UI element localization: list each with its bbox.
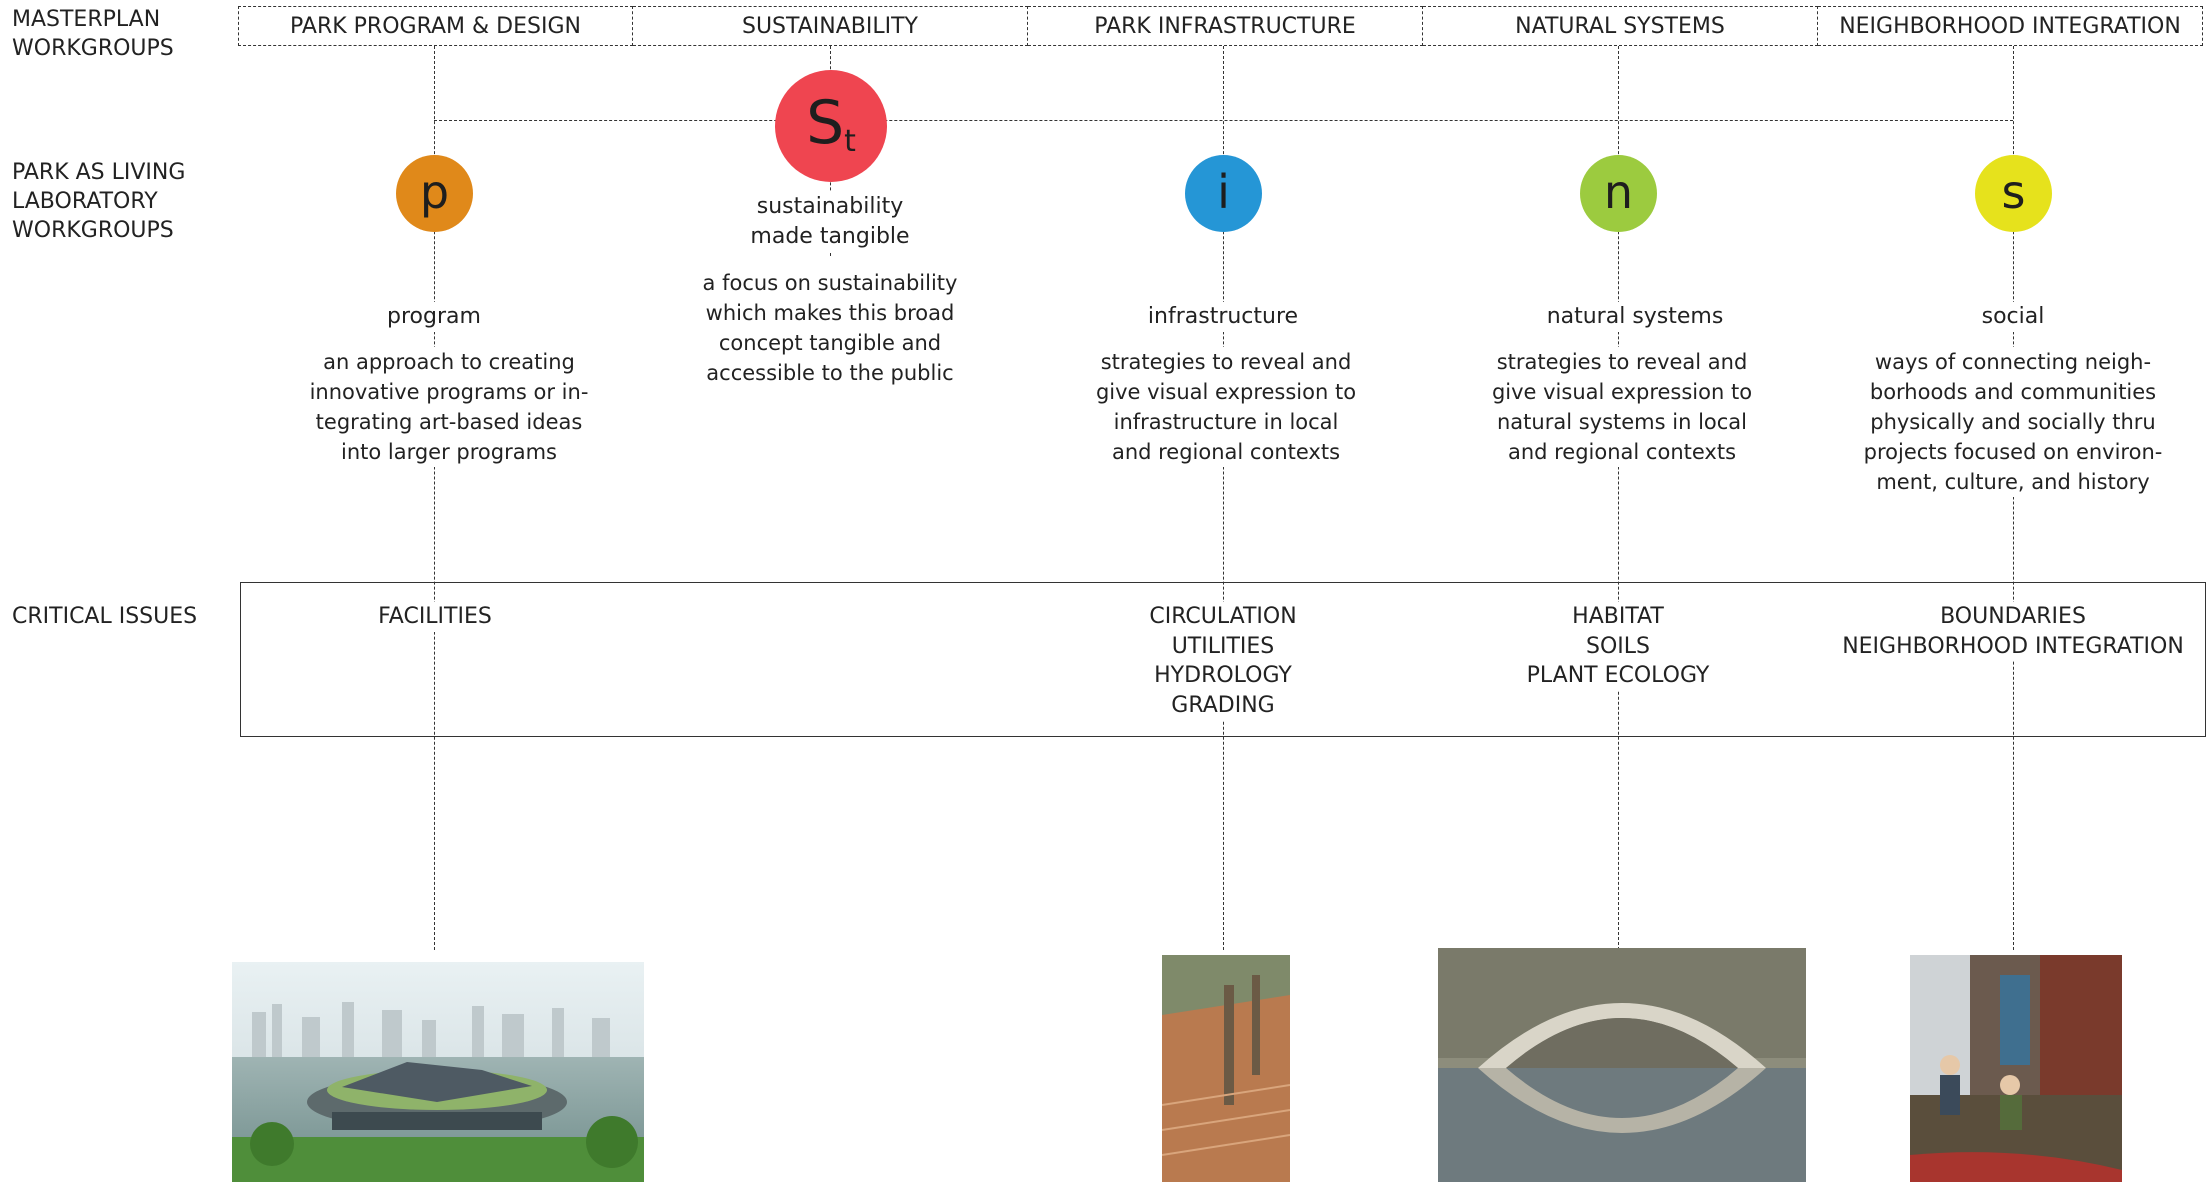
connector-social <box>2013 46 2014 950</box>
community-workers-photo <box>1910 955 2122 1182</box>
issue-line: HYDROLOGY <box>1154 663 1292 688</box>
circle-subscript: t <box>844 123 856 159</box>
name-text: natural systems <box>1546 304 1724 329</box>
desc-line: projects focused on environ- <box>1863 440 2163 464</box>
natural-systems-issues: HABITAT SOILS PLANT ECOLOGY <box>1433 602 1803 691</box>
desc-line: concept tangible and <box>718 331 942 355</box>
facilities-issues: FACILITIES <box>245 602 625 632</box>
connector-infrastructure <box>1223 46 1224 950</box>
masterplan-cell-sustainability: SUSTAINABILITY <box>633 6 1028 46</box>
issue-line: CIRCULATION <box>1149 604 1297 629</box>
issue-line: SOILS <box>1586 633 1650 659</box>
desc-line: ways of connecting neigh- <box>1874 350 2152 374</box>
cell-label: PARK INFRASTRUCTURE <box>1094 13 1356 39</box>
infrastructure-name: infrastructure <box>1053 302 1393 332</box>
masterplan-workgroups-label: MASTERPLAN WORKGROUPS <box>12 5 174 63</box>
issue-line: GRADING <box>1171 692 1275 718</box>
desc-line: accessible to the public <box>706 361 954 385</box>
circle-letter: s <box>2001 164 2026 219</box>
circle-letter: n <box>1603 164 1634 219</box>
desc-line: strategies to reveal and <box>1496 350 1748 374</box>
desc-line: ment, culture, and history <box>1876 470 2150 494</box>
natural-systems-name: natural systems <box>1465 302 1805 332</box>
issue-line: PLANT ECOLOGY <box>1526 663 1710 688</box>
sustainability-description: a focus on sustainability which makes th… <box>660 268 1000 388</box>
floating-pavilion-rendering-photo <box>232 962 644 1182</box>
pavilion-illustration <box>232 962 644 1182</box>
label-line: WORKGROUPS <box>12 36 174 61</box>
social-circle-icon: s <box>1975 155 2052 232</box>
desc-line: and regional contexts <box>1507 440 1737 464</box>
circle-letter: p <box>419 164 450 219</box>
masterplan-cell-neighborhood-integration: NEIGHBORHOOD INTEGRATION <box>1818 6 2203 46</box>
name-line: sustainability <box>756 194 904 219</box>
desc-line: physically and socially thru <box>1870 410 2156 434</box>
social-issues: BOUNDARIES NEIGHBORHOOD INTEGRATION <box>1825 602 2201 661</box>
desc-line: which makes this broad <box>705 301 955 325</box>
desc-line: strategies to reveal and <box>1100 350 1352 374</box>
cell-label: NEIGHBORHOOD INTEGRATION <box>1839 13 2181 39</box>
cell-label: NATURAL SYSTEMS <box>1515 13 1725 39</box>
infrastructure-circle-icon: i <box>1185 155 1262 232</box>
desc-line: a focus on sustainability <box>702 271 958 295</box>
label-line: LABORATORY <box>12 189 158 214</box>
desc-line: give visual expression to <box>1491 380 1753 404</box>
issue-line: BOUNDARIES <box>1940 604 2086 629</box>
path-illustration <box>1162 955 1290 1182</box>
desc-line: borhoods and communities <box>1869 380 2157 404</box>
masterplan-cell-park-program: PARK PROGRAM & DESIGN <box>238 6 633 46</box>
circle-letter: S <box>806 88 845 158</box>
issue-line: UTILITIES <box>1171 633 1275 659</box>
desc-line: infrastructure in local <box>1113 410 1339 434</box>
cell-label: PARK PROGRAM & DESIGN <box>290 13 581 39</box>
issue-line: NEIGHBORHOOD INTEGRATION <box>1842 633 2184 659</box>
desc-line: and regional contexts <box>1111 440 1341 464</box>
name-text: program <box>387 304 481 329</box>
connector-natural-systems <box>1618 46 1619 950</box>
desc-line: innovative programs or in- <box>309 380 589 404</box>
natural-systems-circle-icon: n <box>1580 155 1657 232</box>
critical-issues-label: CRITICAL ISSUES <box>12 602 197 631</box>
label-line: CRITICAL ISSUES <box>12 604 198 629</box>
label-line: PARK AS LIVING <box>12 160 186 185</box>
natural-systems-description: strategies to reveal and give visual exp… <box>1452 347 1792 467</box>
issue-line: FACILITIES <box>378 604 492 629</box>
masterplan-cell-park-infrastructure: PARK INFRASTRUCTURE <box>1028 6 1423 46</box>
paved-path-photo <box>1162 955 1290 1182</box>
workers-illustration <box>1910 955 2122 1182</box>
issue-line: HABITAT <box>1572 604 1664 629</box>
social-description: ways of connecting neigh- borhoods and c… <box>1843 347 2183 497</box>
infrastructure-description: strategies to reveal and give visual exp… <box>1056 347 1396 467</box>
critical-issues-box <box>240 582 2206 737</box>
sustainability-name: sustainability made tangible <box>660 192 1000 252</box>
infrastructure-issues: CIRCULATION UTILITIES HYDROLOGY GRADING <box>1038 602 1408 720</box>
desc-line: natural systems in local <box>1496 410 1748 434</box>
desc-line: give visual expression to <box>1095 380 1357 404</box>
desc-line: tegrating art-based ideas <box>315 410 583 434</box>
label-line: WORKGROUPS <box>12 218 174 243</box>
name-text: infrastructure <box>1147 304 1299 329</box>
program-description: an approach to creating innovative progr… <box>279 347 619 467</box>
label-line: MASTERPLAN <box>12 7 161 32</box>
circle-letter: i <box>1217 164 1230 219</box>
connector-program <box>434 46 435 950</box>
cell-label: SUSTAINABILITY <box>741 13 918 39</box>
desc-line: into larger programs <box>340 440 557 464</box>
name-text: social <box>1981 304 2045 329</box>
social-name: social <box>1843 302 2183 332</box>
stone-arch-pond-photo <box>1438 948 1806 1182</box>
program-name: program <box>264 302 604 332</box>
desc-line: an approach to creating <box>323 350 575 374</box>
name-line: made tangible <box>750 224 910 249</box>
program-circle-icon: p <box>396 155 473 232</box>
living-laboratory-label: PARK AS LIVING LABORATORY WORKGROUPS <box>12 158 185 245</box>
arch-illustration <box>1438 948 1806 1182</box>
masterplan-cell-natural-systems: NATURAL SYSTEMS <box>1423 6 1818 46</box>
